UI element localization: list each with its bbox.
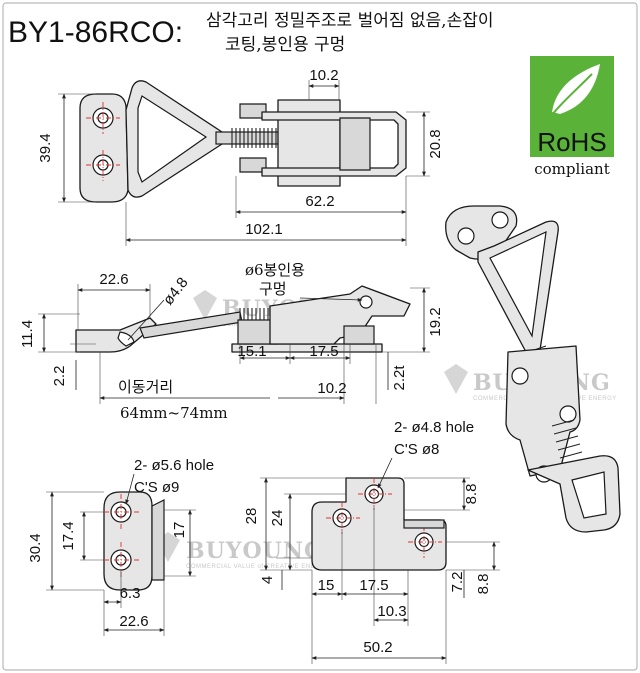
description-line-2: 코팅,봉인용 구멍 (225, 35, 345, 55)
base-plate-dimensions: 2- ø4.8 hole C'S ø8 28 24 4 8.8 8.8 7.2 … (243, 419, 500, 664)
dim-10-2-side: 10.2 (317, 380, 346, 397)
dim-62-2: 62.2 (305, 193, 334, 210)
dim-8-8-lower: 8.8 (475, 574, 492, 595)
dim-20-8: 20.8 (427, 129, 444, 158)
seal-hole-label-2: 구멍 (259, 280, 287, 298)
dim-50-2: 50.2 (363, 639, 392, 656)
hook-hole-note-2: C'S ø9 (134, 479, 179, 496)
dim-2-2-side: 2.2 (51, 366, 68, 387)
dim-28: 28 (243, 508, 260, 525)
dim-17-4: 17.4 (60, 521, 77, 550)
dim-10-2-top: 10.2 (309, 67, 338, 84)
dim-11-4: 11.4 (19, 320, 36, 348)
top-view-drawing (79, 80, 407, 203)
rohs-badge: RoHS compliant (530, 56, 614, 178)
model-number: BY1-86RCO: (8, 16, 183, 49)
dim-15-1: 15.1 (237, 343, 266, 360)
svg-text:BUYOUNG: BUYOUNG (186, 538, 324, 564)
dim-30-4: 30.4 (27, 533, 44, 562)
base-plate-drawing (311, 477, 447, 571)
hook-hole-note-1: 2- ø5.6 hole (134, 457, 214, 474)
dim-hole-4-8-side: ø4.8 (160, 274, 192, 308)
travel-value: 64mm~74mm (120, 404, 228, 422)
leaf-icon (547, 64, 600, 121)
dim-24: 24 (269, 510, 286, 527)
dim-17-5-base: 17.5 (359, 577, 388, 594)
top-view-dimensions: 10.2 39.4 20.8 62.2 102.1 (37, 67, 444, 246)
dim-102-1: 102.1 (245, 221, 283, 238)
dim-7-2: 7.2 (449, 572, 466, 593)
title-block: BY1-86RCO: 삼각고리 정밀주조로 벌어짐 없음,손잡이 코팅,봉인용 … (8, 11, 494, 55)
svg-text:COMMERCIAL VALUE of CREATIVE E: COMMERCIAL VALUE of CREATIVE ENERGY (186, 564, 330, 570)
dim-22-6-side: 22.6 (99, 271, 128, 288)
dim-8-8-upper: 8.8 (463, 484, 480, 505)
dim-10-3: 10.3 (377, 603, 406, 620)
rohs-label: RoHS (537, 127, 606, 157)
dim-17-5-side: 17.5 (309, 343, 338, 360)
seal-hole-label-1: ø6봉인용 (245, 261, 305, 279)
dim-22-6-hook: 22.6 (119, 613, 148, 630)
dim-6-3: 6.3 (120, 585, 141, 602)
travel-label: 이동거리 (118, 378, 173, 396)
dim-2-2t: 2.2t (391, 365, 408, 391)
hook-plate-dimensions: 2- ø5.6 hole C'S ø9 30.4 17.4 17 6.3 22.… (27, 457, 214, 636)
dim-15: 15 (318, 577, 335, 594)
isometric-view-drawing (445, 205, 621, 533)
dim-17-hook: 17 (171, 522, 188, 539)
dim-4: 4 (259, 576, 276, 584)
rohs-sub-label: compliant (534, 160, 609, 178)
dim-19-2: 19.2 (427, 307, 444, 336)
dim-39-4: 39.4 (37, 133, 54, 162)
hook-plate-drawing (103, 491, 165, 591)
side-view-drawing (75, 285, 411, 353)
description-line-1: 삼각고리 정밀주조로 벌어짐 없음,손잡이 (206, 11, 494, 31)
base-hole-note-2: C'S ø8 (394, 441, 439, 458)
base-hole-note-1: 2- ø4.8 hole (394, 419, 474, 436)
